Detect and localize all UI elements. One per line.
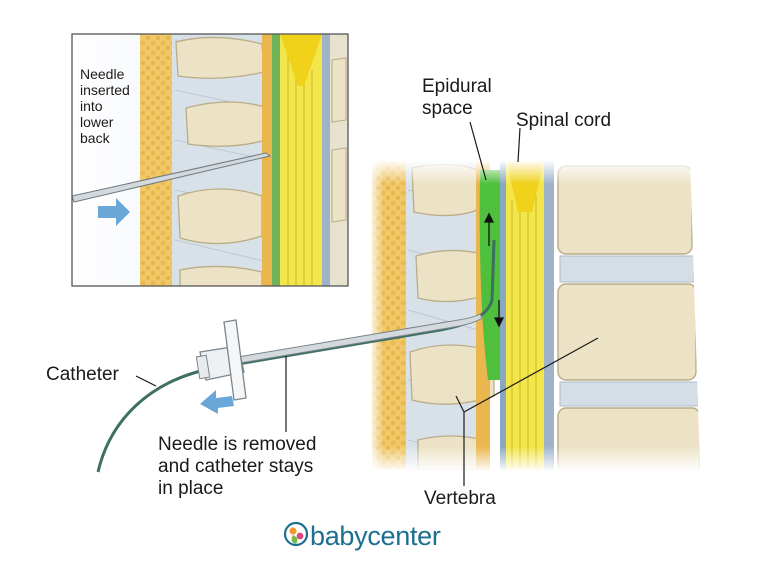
arrow-right-icon — [98, 198, 130, 226]
brand-name: babycenter — [310, 520, 441, 551]
disc-1 — [559, 255, 695, 283]
spine-cross-section — [368, 160, 702, 472]
label-needle-removed-line1: Needle is removed — [158, 434, 317, 455]
label-epidural-space-line1: Epidural — [422, 76, 492, 97]
leader-lines — [135, 121, 599, 486]
needle-assembly — [96, 239, 496, 473]
arrow-left-icon — [200, 390, 234, 414]
inset-caption: Needle inserted into lower back — [80, 66, 130, 146]
babycenter-logo-icon — [283, 521, 309, 547]
vertebral-body-2 — [557, 283, 697, 381]
label-spinal-cord: Spinal cord — [516, 110, 612, 131]
needle-hub — [195, 319, 247, 401]
label-needle-removed-line2: and catheter stays — [158, 456, 314, 477]
needle — [72, 152, 272, 203]
disc-2 — [559, 381, 699, 407]
label-needle-removed-line3: in place — [158, 478, 224, 499]
label-catheter: Catheter — [46, 364, 119, 385]
brand-logo: babycenter — [284, 516, 441, 556]
label-vertebra: Vertebra — [424, 488, 496, 509]
needle-shaft — [231, 313, 483, 365]
lamina-2 — [415, 249, 483, 303]
inset-panel — [71, 33, 349, 287]
label-epidural-space-line2: space — [422, 98, 473, 119]
